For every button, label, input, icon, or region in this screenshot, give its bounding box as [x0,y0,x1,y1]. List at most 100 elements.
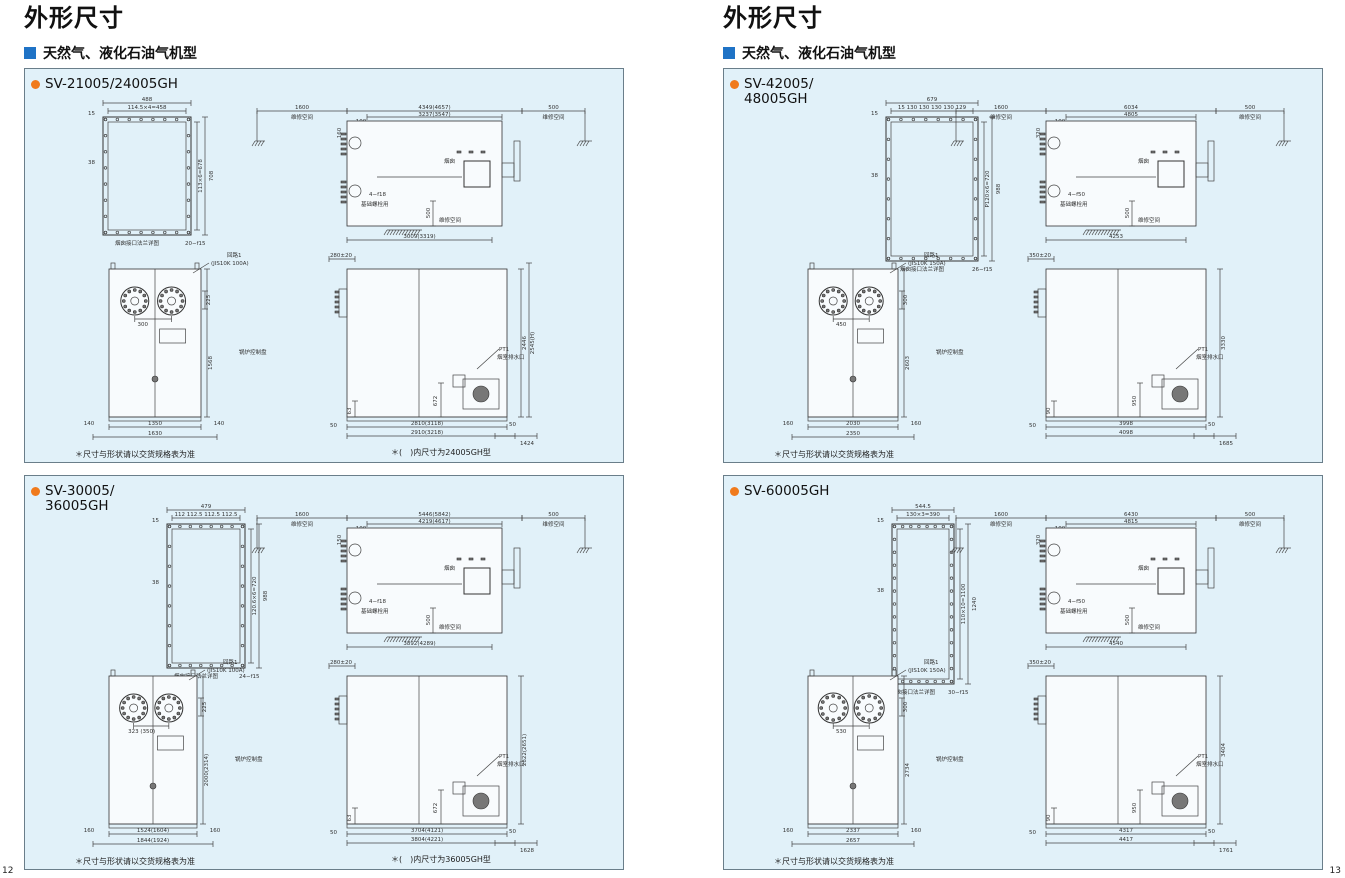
chimney-label: 烟囱 [1138,157,1149,165]
drain-label: 烟室排水口 [1196,760,1224,768]
burner-gap: 300 [903,294,909,305]
anchor-label: 基础螺栓用 [361,607,389,615]
burner-height: 950 [1132,802,1138,813]
front-height: 2603 [905,356,911,370]
flange-pitch: 15 130 130 130 130 129 [898,105,967,111]
side-height1: 3330 [1221,336,1227,350]
front-height: 1568 [208,356,214,370]
top-h: 320 [1036,534,1042,545]
anchor-count: 4−f50 [1068,192,1086,198]
burner-right-icon [854,286,884,316]
boiler-body-top [1045,120,1197,227]
front-maint-label: 维修空间 [1138,623,1160,631]
control-panel-label: 锅炉控制盘 [239,348,267,356]
front-width1: 1350 [148,421,162,427]
side-gap2: 50 [1208,422,1215,428]
drain-label: 烟室排水口 [497,353,525,361]
control-panel-label: 锅炉控制盘 [936,755,964,763]
panel: SV-21005/24005GH＊尺寸与形状请以交货规格表为准＊( )内尺寸为2… [24,68,624,463]
flange-bolts: 26−f15 [972,267,993,273]
side-gap2: 50 [509,829,516,835]
side-burner: 1424 [520,441,534,447]
side-view: PT1烟室排水口280±202822(2651)672633704(4121)3… [328,660,538,854]
top-h: 320 [1036,127,1042,138]
top-inner: 3237(3547) [418,112,450,118]
panel: SV-30005/ 36005GH＊尺寸与形状请以交货规格表为准＊( )内尺寸为… [24,475,624,870]
burner-unit-icon [462,785,500,817]
maint-right-label: 维修空间 [542,520,564,528]
model-title: SV-21005/24005GH [31,77,178,92]
model-title: SV-30005/ 36005GH [31,484,114,514]
side-burner: 1685 [1219,441,1233,447]
model-name: SV-60005GH [744,483,830,499]
side-top: 280±20 [330,253,353,259]
left-section-title: 天然气、液化石油气机型 [24,43,197,63]
front-maint-label: 维修空间 [439,216,461,224]
return-pipe: 回路1 [227,251,242,259]
page-number: 13 [1329,866,1341,876]
bullet-dot-icon [730,487,739,496]
flange-vpitch: 113×6=678 [198,159,204,193]
flange-edge: 15 [152,518,159,524]
flange-width: 544.5 [915,504,931,510]
side-width2: 2910(3218) [411,430,443,436]
flange-edge: 15 [877,518,884,524]
front-width2: 2350 [846,431,860,437]
control-panel-box [157,735,184,751]
flange-outer [166,523,246,669]
flange-bolts: 20−f15 [185,241,206,247]
top-inner: 4805 [1124,112,1138,118]
side-top: 350±20 [1029,660,1052,666]
front-maint-label: 维修空间 [439,623,461,631]
control-panel-label: 锅炉控制盘 [936,348,964,356]
side-gap2: 50 [1208,829,1215,835]
flange-pitch: 114.5×4=458 [128,105,167,111]
burner-pitch: 530 [836,729,847,735]
front-height: 2000(2314) [204,754,210,786]
top-length: 5446(5842) [418,512,450,518]
maint-left-dim: 1600 [295,512,309,518]
flange-inner [896,528,950,680]
side-gap: 50 [1029,830,1036,836]
base-height: 63 [347,814,353,821]
flange-inner [890,121,974,257]
chimney-label: 烟囱 [444,157,455,165]
model-title: SV-60005GH [730,484,829,499]
maint-right-dim: 500 [1245,512,1256,518]
section-label: 天然气、液化石油气机型 [43,46,197,62]
front-side-right: 160 [210,828,221,834]
anchor-label: 基础螺栓用 [1060,200,1088,208]
chimney-label: 烟囱 [444,564,455,572]
anchor-count: 4−f18 [369,192,387,198]
side-gap2: 50 [509,422,516,428]
front-width1: 2337 [846,828,860,834]
burner-icon [348,184,362,198]
burner-icon [348,591,362,605]
bullet-dot-icon [730,80,739,89]
maint-right-label: 维修空间 [542,113,564,121]
burner-right-icon [154,693,184,723]
burner-pitch: 323 (350) [128,729,155,735]
right-page-title: 外形尺寸 [723,4,823,32]
boiler-body-top [346,120,503,227]
right-section-title: 天然气、液化石油气机型 [723,43,896,63]
flange-side: 38 [877,588,884,594]
flange-vpitch: 120.6×6=720 [252,576,258,615]
maint-right-dim: 500 [548,512,559,518]
anchor-label: 基础螺栓用 [1060,607,1088,615]
base-height: 63 [347,407,353,414]
burner-icon [1047,591,1061,605]
pt-label: PT1 [499,754,509,760]
side-height1: 2446 [522,336,528,350]
burner-gap: 225 [202,701,208,712]
model-name: SV-30005/ 36005GH [45,483,115,514]
maint-left-label: 维修空间 [990,520,1012,528]
front-gap: 500 [426,207,432,218]
pt-label: PT1 [1198,754,1208,760]
page-number: 12 [2,866,14,876]
